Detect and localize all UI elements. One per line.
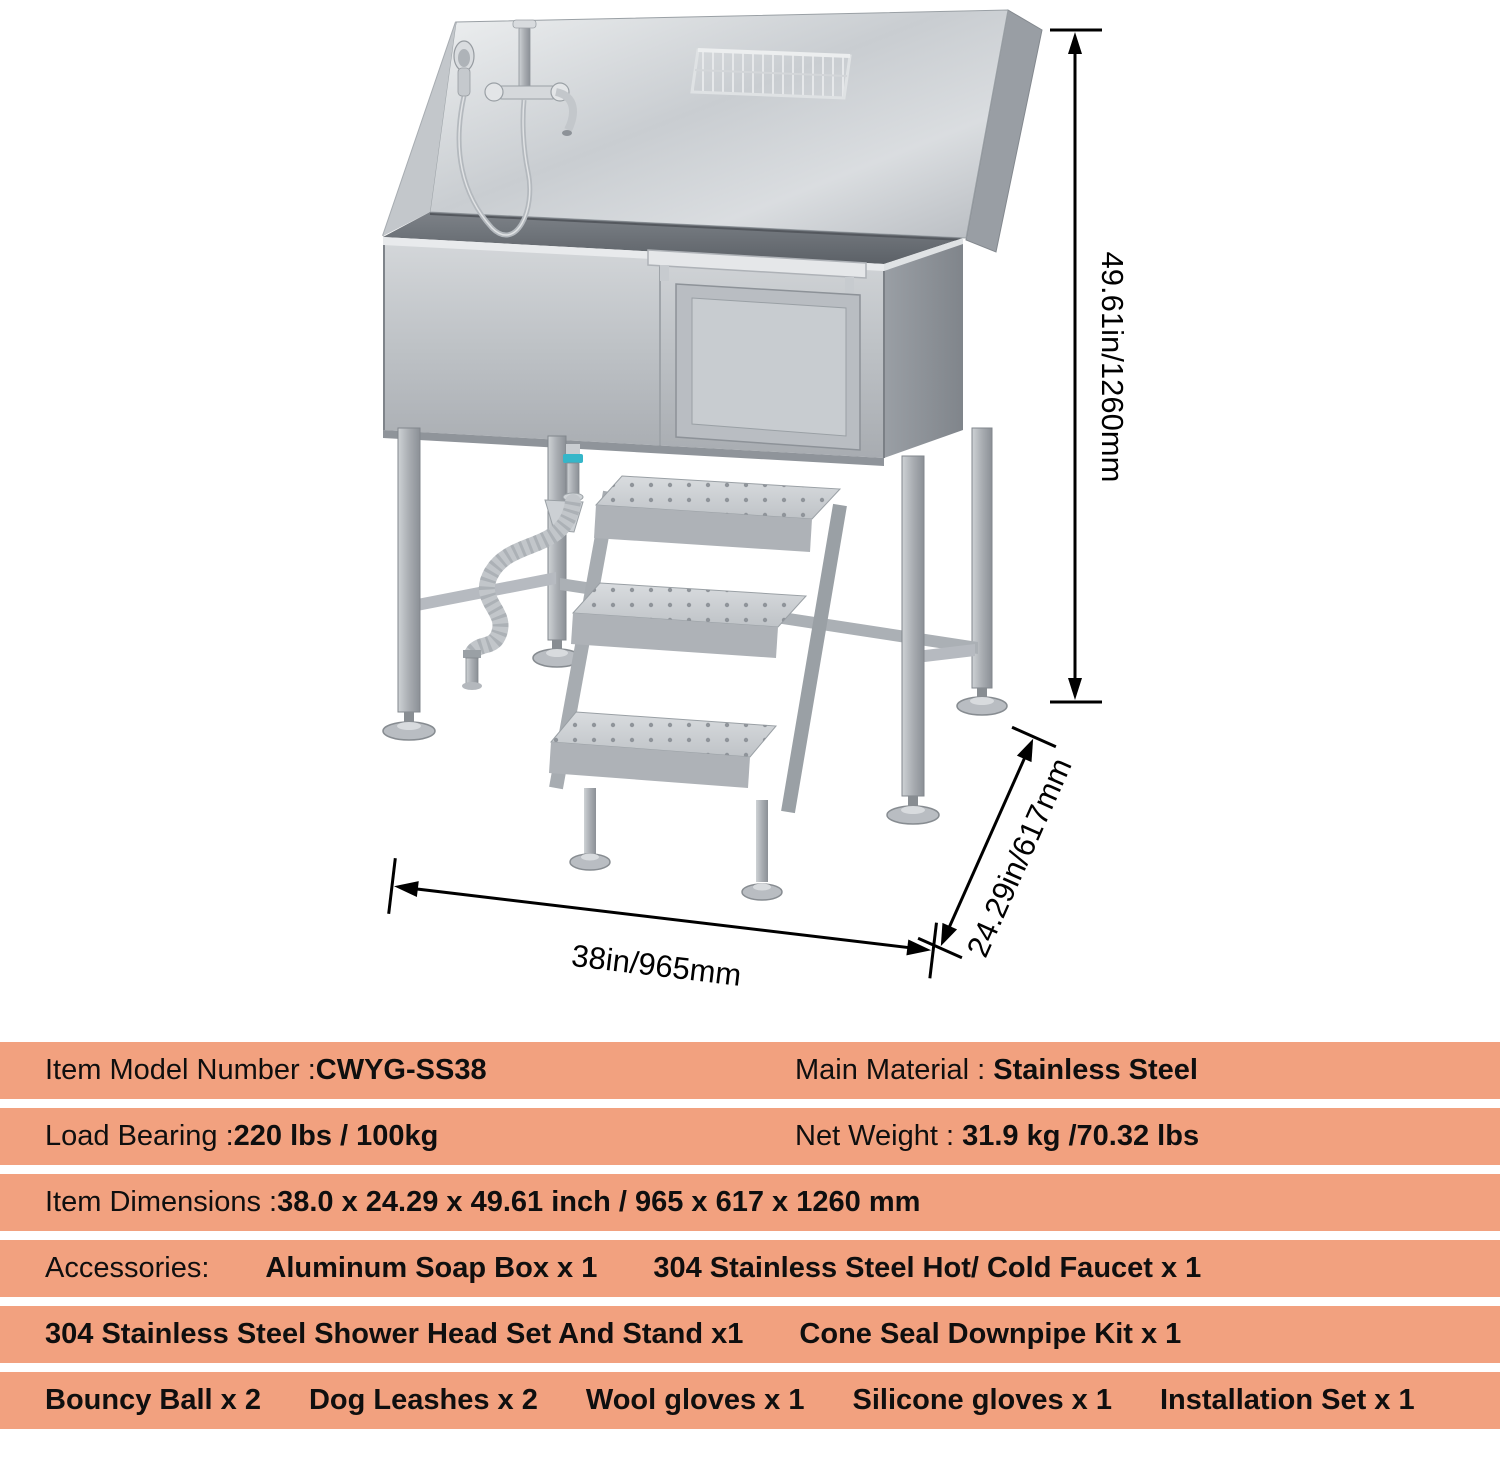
load-label: Load Bearing : [45, 1120, 234, 1152]
material-value: Stainless Steel [993, 1054, 1198, 1086]
accessory-item: Cone Seal Downpipe Kit x 1 [799, 1318, 1182, 1350]
spec-row-accessories-1: Accessories: Aluminum Soap Box x 1 304 S… [0, 1240, 1500, 1297]
dimensions-label: Item Dimensions : [45, 1186, 278, 1218]
hand-shower-icon [453, 40, 475, 97]
depth-dimension-label: 24.29in/617mm [960, 753, 1079, 962]
spec-row-model: Item Model Number : CWYG-SS38 Main Mater… [0, 1042, 1500, 1099]
spec-table: Item Model Number : CWYG-SS38 Main Mater… [0, 1042, 1500, 1429]
faucet-assembly [453, 19, 577, 238]
load-value: 220 lbs / 100kg [233, 1120, 439, 1152]
tub-door [647, 249, 867, 451]
material-cell: Main Material : Stainless Steel [795, 1042, 1198, 1099]
foot-front-left [382, 712, 436, 741]
spec-row-dimensions: Item Dimensions : 38.0 x 24.29 x 49.61 i… [0, 1174, 1500, 1231]
accessory-item: Wool gloves x 1 [585, 1384, 805, 1416]
frame-front [397, 427, 925, 797]
basin-interior [383, 212, 963, 264]
accessory-item: 304 Stainless Steel Shower Head Set And … [45, 1318, 744, 1350]
width-dimension: 38in/965mm [387, 858, 938, 993]
accessory-item: Dog Leashes x 2 [308, 1384, 538, 1416]
height-dimension: 49.61in/1260mm [1050, 28, 1130, 704]
accessories-label: Accessories: [45, 1252, 210, 1284]
accessory-item: Installation Set x 1 [1159, 1384, 1415, 1416]
spec-row-accessories-2: 304 Stainless Steel Shower Head Set And … [0, 1306, 1500, 1363]
stair-foot-left [569, 853, 611, 871]
weight-value: 31.9 kg /70.32 lbs [962, 1120, 1200, 1152]
drain-downpipe [462, 444, 584, 690]
spec-row-accessories-3: Bouncy Ball x 2 Dog Leashes x 2 Wool glo… [0, 1372, 1500, 1429]
accessory-item: Bouncy Ball x 2 [45, 1384, 261, 1416]
weight-cell: Net Weight : 31.9 kg /70.32 lbs [795, 1108, 1199, 1165]
accessory-item: Silicone gloves x 1 [852, 1384, 1112, 1416]
tub-right-face [884, 244, 963, 458]
pet-stairs [549, 475, 847, 901]
backsplash-panel [382, 9, 1043, 253]
grooming-tub [382, 9, 1043, 901]
product-illustration: 49.61in/1260mm 38in/965mm 24.29in/617mm [382, 9, 1130, 993]
stair-foot-right [741, 883, 783, 901]
soap-basket [690, 48, 852, 100]
accessory-item: 304 Stainless Steel Hot/ Cold Faucet x 1 [653, 1252, 1202, 1284]
depth-dimension: 24.29in/617mm [917, 725, 1079, 962]
model-value: CWYG-SS38 [315, 1054, 487, 1086]
foot-rear-right [956, 688, 1008, 716]
foot-rear-left [532, 640, 582, 668]
dimensions-value: 38.0 x 24.29 x 49.61 inch / 965 x 617 x … [277, 1186, 921, 1218]
material-label: Main Material : [795, 1054, 994, 1086]
model-label: Item Model Number : [45, 1054, 316, 1086]
spec-row-load: Load Bearing : 220 lbs / 100kg Net Weigh… [0, 1108, 1500, 1165]
weight-label: Net Weight : [795, 1120, 963, 1152]
product-diagram-area: 49.61in/1260mm 38in/965mm 24.29in/617mm [382, 9, 1130, 993]
height-dimension-label: 49.61in/1260mm [1095, 252, 1130, 483]
width-dimension-label: 38in/965mm [570, 938, 744, 993]
accessory-item: Aluminum Soap Box x 1 [265, 1252, 598, 1284]
foot-front-right [886, 796, 940, 825]
